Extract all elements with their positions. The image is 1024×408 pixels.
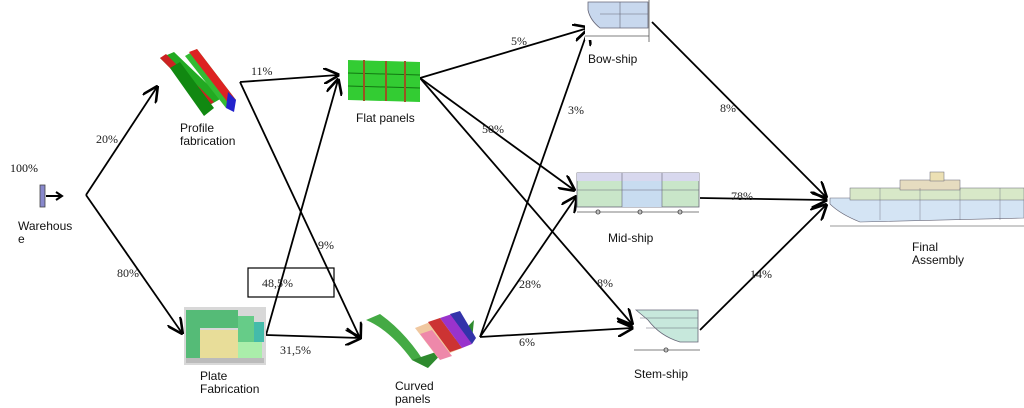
pct-warehouse-profile: 20% (96, 132, 118, 146)
edge-plate-flat (265, 80, 338, 336)
flat-panel-icon (347, 60, 421, 102)
edge-bow-final (651, 21, 826, 197)
curved-panel-icon (366, 311, 476, 368)
final-assembly-label: Final Assembly (912, 240, 965, 267)
edge-curved-bow (479, 30, 588, 338)
pct-stem-final: 14% (750, 267, 772, 281)
pct-mid-final: 78% (731, 189, 753, 203)
stem-ship-icon (634, 309, 700, 353)
bow-ship-icon (585, 0, 650, 42)
pct-profile-curved: 9% (318, 238, 334, 252)
bow-ship-label: Bow-ship (588, 52, 638, 66)
pct-bow-final: 8% (720, 101, 736, 115)
profile-fabrication-label: Profile fabrication (180, 121, 236, 148)
edge-plate-curved (265, 335, 360, 338)
edge-mid-final (699, 198, 826, 200)
edge-flat-mid (419, 77, 574, 190)
flat-panels-label: Flat panels (356, 111, 415, 125)
percent-box (247, 267, 335, 298)
mid-ship-icon (576, 172, 700, 215)
warehouse-icon (39, 184, 64, 208)
final-ship-icon (829, 171, 1024, 227)
mid-ship-label: Mid-ship (608, 231, 654, 245)
pct-warehouse-plate: 80% (117, 266, 139, 280)
plate-fabrication-label: Plate Fabrication (200, 369, 260, 396)
pct-flat-stem: 8% (597, 276, 613, 290)
pct-profile-flat: 11% (251, 64, 273, 78)
edge-flat-bow (419, 28, 588, 79)
edge-profile-curved (239, 81, 360, 338)
pct-flat-bow: 5% (511, 34, 527, 48)
edge-warehouse-profile (85, 87, 157, 196)
edge-curved-stem (479, 328, 632, 338)
profile-beams-icon (160, 49, 236, 116)
warehouse-share: 100% (10, 161, 38, 175)
edge-flat-stem (419, 77, 632, 324)
pct-flat-mid: 50% (482, 122, 504, 136)
warehouse-label: Warehous e (18, 219, 73, 246)
edge-profile-flat (239, 75, 338, 82)
pct-curved-mid: 28% (519, 277, 541, 291)
curved-panels-label: Curved panels (395, 379, 434, 406)
plate-stock-icon (184, 307, 266, 365)
pct-curved-stem: 6% (519, 335, 535, 349)
pct-curved-bow: 3% (568, 103, 584, 117)
pct-plate-curved: 31,5% (280, 343, 311, 357)
edge-warehouse-plate (85, 194, 182, 333)
edge-curved-mid (479, 197, 576, 338)
edge-stem-final (699, 205, 826, 331)
pct-plate-flat: 48,5% (262, 276, 293, 290)
stem-ship-label: Stem-ship (634, 367, 689, 381)
